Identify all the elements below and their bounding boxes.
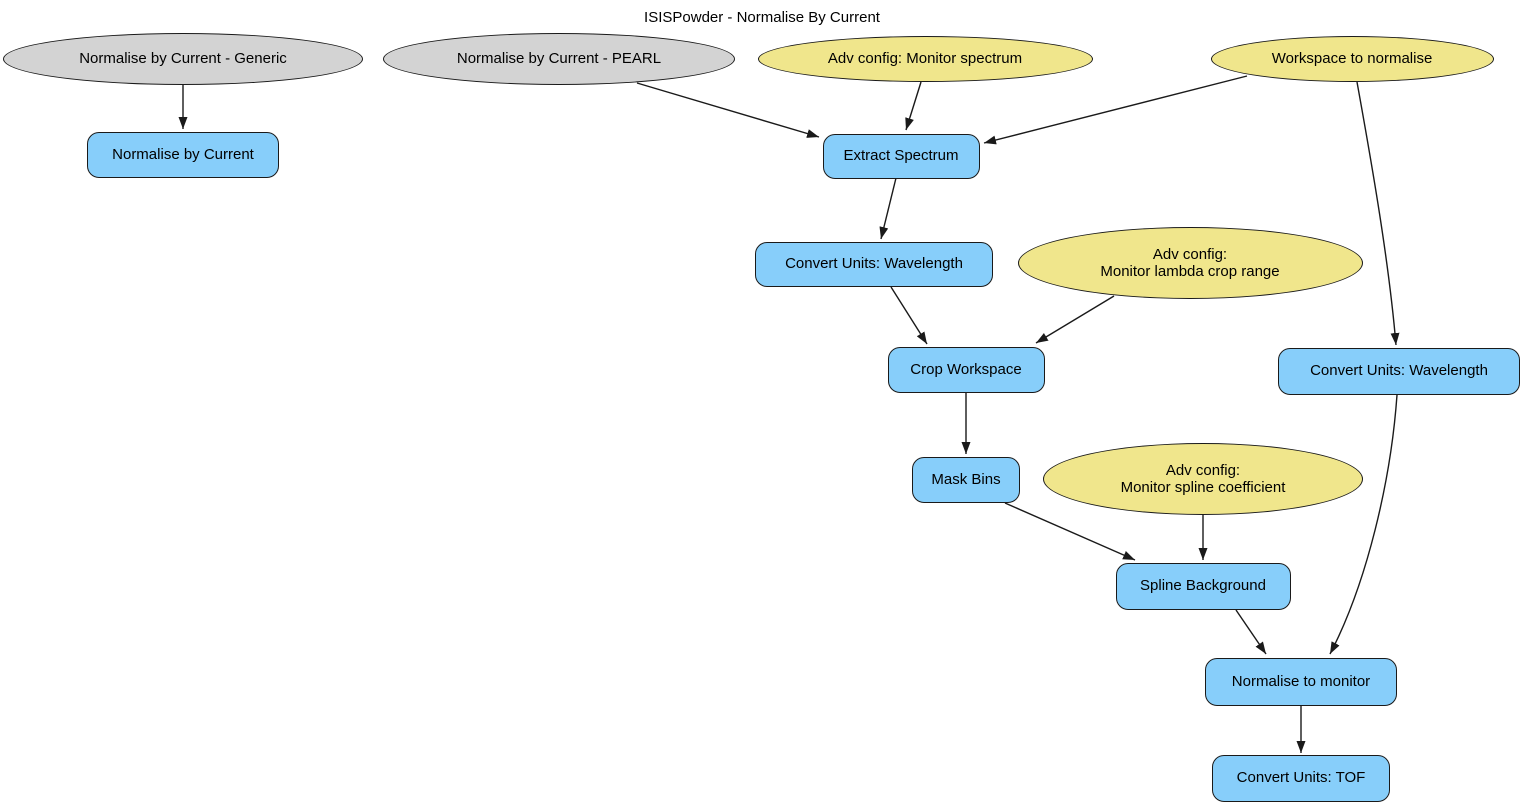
node-crop-workspace: Crop Workspace bbox=[887, 347, 1045, 393]
node-spline-background: Spline Background bbox=[1115, 562, 1291, 610]
node-label: Normalise by Current bbox=[112, 146, 254, 164]
diagram-title: ISISPowder - Normalise By Current bbox=[644, 9, 880, 26]
node-label: Convert Units: Wavelength bbox=[1310, 362, 1488, 380]
node-adv-spline-coeff: Adv config:Monitor spline coefficient bbox=[1043, 443, 1363, 515]
node-extract-spectrum: Extract Spectrum bbox=[822, 133, 980, 179]
edge-adv-monitor-spectrum-to-extract-spectrum bbox=[905, 81, 922, 131]
node-label: Spline Background bbox=[1140, 577, 1266, 595]
node-norm-pearl: Normalise by Current - PEARL bbox=[383, 33, 735, 85]
edge-mask-bins-to-spline-background bbox=[1004, 502, 1136, 561]
node-label: Monitor lambda crop range bbox=[1100, 263, 1280, 280]
edge-extract-spectrum-to-convert-units-wavelength-monitor bbox=[879, 177, 897, 240]
edge-spline-background-to-normalise-to-monitor bbox=[1235, 609, 1267, 655]
node-label: Normalise by Current - PEARL bbox=[456, 50, 662, 68]
node-normalise-by-current: Normalise by Current bbox=[87, 132, 279, 178]
node-convert-units-wavelength-ws: Convert Units: Wavelength bbox=[1278, 347, 1520, 395]
node-workspace-to-normalise: Workspace to normalise bbox=[1210, 36, 1494, 82]
node-label: Adv config: Monitor spectrum bbox=[827, 50, 1023, 68]
node-convert-units-wavelength-monitor: Convert Units: Wavelength bbox=[755, 241, 993, 287]
node-label: Convert Units: TOF bbox=[1236, 769, 1366, 787]
edge-convert-units-wavelength-ws-to-normalise-to-monitor bbox=[1329, 394, 1398, 655]
edge-workspace-to-normalise-to-convert-units-wavelength-ws bbox=[1356, 81, 1400, 346]
node-adv-monitor-spectrum: Adv config: Monitor spectrum bbox=[757, 36, 1093, 82]
node-convert-units-tof: Convert Units: TOF bbox=[1212, 754, 1390, 802]
node-adv-lambda-crop: Adv config:Monitor lambda crop range bbox=[1017, 227, 1363, 299]
node-label: Adv config: bbox=[1165, 461, 1241, 479]
node-label: Mask Bins bbox=[931, 471, 1001, 489]
node-label: Monitor spline coefficient bbox=[1120, 479, 1286, 496]
node-mask-bins: Mask Bins bbox=[912, 457, 1020, 503]
node-label: Crop Workspace bbox=[910, 361, 1022, 379]
edge-norm-pearl-to-extract-spectrum bbox=[636, 82, 820, 138]
node-label: Adv config: bbox=[1152, 245, 1228, 263]
node-label: Convert Units: Wavelength bbox=[785, 255, 963, 273]
edge-workspace-to-normalise-to-extract-spectrum bbox=[983, 75, 1248, 145]
node-norm-generic: Normalise by Current - Generic bbox=[3, 33, 363, 85]
node-label: Extract Spectrum bbox=[843, 147, 959, 165]
node-label: Normalise by Current - Generic bbox=[79, 50, 287, 68]
edge-adv-lambda-crop-to-crop-workspace bbox=[1035, 295, 1115, 344]
node-label: Workspace to normalise bbox=[1271, 50, 1433, 68]
node-normalise-to-monitor: Normalise to monitor bbox=[1205, 658, 1397, 706]
node-label: Normalise to monitor bbox=[1231, 673, 1371, 691]
edge-convert-units-wavelength-monitor-to-crop-workspace bbox=[890, 286, 928, 345]
